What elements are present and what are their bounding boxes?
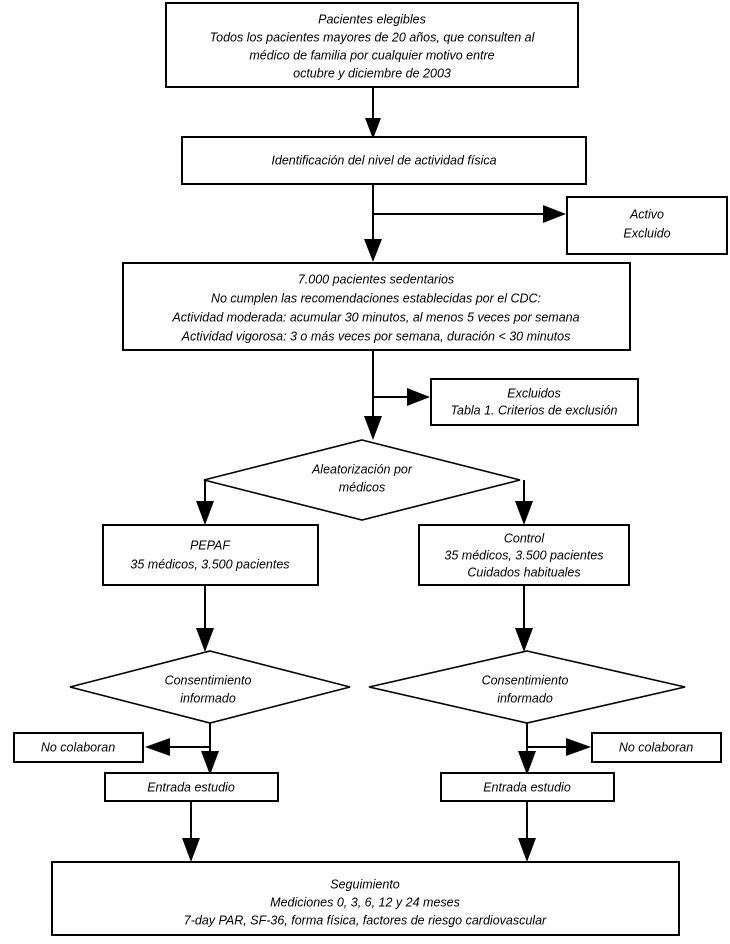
node-control-line-2: Cuidados habituales	[467, 565, 580, 579]
node-entrada-estudio-derecho: Entrada estudio	[440, 772, 615, 802]
node-pacientes-sedentarios: 7.000 pacientes sedentarios No cumplen l…	[122, 262, 631, 351]
node-entry-right-line-0: Entrada estudio	[483, 780, 571, 794]
node-no-collab-right-line-0: No colaboran	[619, 740, 693, 754]
node-identificacion: Identificación del nivel de actividad fí…	[181, 136, 587, 185]
arrowhead-sedentary	[364, 239, 382, 262]
node-consent-left-diamond	[69, 650, 351, 724]
arrowhead-identification	[365, 118, 381, 139]
node-consentimiento-derecho: Consentimiento informado	[368, 650, 686, 724]
arrowhead-excluded-table	[407, 388, 430, 406]
node-excluidos-tabla: Excluidos Tabla 1. Criterios de exclusió…	[430, 378, 639, 426]
arrowhead-active-excluded	[543, 205, 566, 223]
node-consentimiento-izquierdo: Consentimiento informado	[69, 650, 351, 724]
node-eligible-box	[165, 2, 579, 88]
node-sedentary-box	[122, 262, 631, 351]
node-eligible-line-0: Pacientes elegibles	[318, 12, 426, 26]
arrowhead-consent-left	[196, 628, 214, 652]
node-no-colaboran-derecho: No colaboran	[591, 732, 722, 763]
node-pacientes-elegibles: Pacientes elegibles Todos los pacientes …	[165, 2, 579, 88]
node-excluded-table-box	[430, 378, 639, 426]
node-eligible-line-1: Todos los pacientes mayores de 20 años, …	[210, 30, 536, 44]
node-consent-right-line-0: Consentimiento	[482, 673, 569, 687]
node-no-collab-right-box	[591, 732, 722, 763]
arrowhead-followup-right	[518, 838, 536, 862]
node-entry-right-box	[440, 772, 615, 802]
node-aleatorizacion: Aleatorización por médicos	[203, 439, 521, 521]
node-control-box	[418, 524, 630, 586]
arrowhead-followup-left	[182, 838, 200, 862]
node-pepaf: PEPAF 35 médicos, 3.500 pacientes	[102, 524, 319, 586]
node-pepaf-line-0: PEPAF	[190, 538, 231, 552]
node-consent-right-diamond	[368, 650, 686, 724]
node-randomization-line-1: médicos	[339, 480, 386, 494]
node-no-collab-left-line-0: No colaboran	[41, 740, 115, 754]
node-randomization-diamond	[203, 439, 521, 521]
arrowhead-entry-left	[201, 751, 219, 775]
node-pepaf-box	[102, 524, 319, 586]
node-active-excluded-box	[566, 196, 728, 255]
node-excluded-table-line-0: Excluidos	[507, 386, 561, 400]
node-activo-excluido: Activo Excluido	[566, 196, 728, 255]
node-sedentary-line-3: Actividad vigorosa: 3 o más veces por se…	[181, 329, 571, 343]
node-no-colaboran-izquierdo: No colaboran	[13, 732, 144, 763]
node-entry-left-box	[104, 772, 279, 802]
node-active-excluded-line-0: Activo	[629, 207, 664, 221]
node-sedentary-line-1: No cumplen las recomendaciones estableci…	[211, 291, 541, 305]
node-followup-line-2: 7-day PAR, SF-36, forma física, factores…	[184, 913, 547, 927]
node-entry-left-line-0: Entrada estudio	[147, 780, 235, 794]
node-entrada-estudio-izquierdo: Entrada estudio	[104, 772, 279, 802]
node-followup-box	[51, 861, 680, 936]
arrowhead-randomization	[364, 416, 382, 440]
node-randomization-line-0: Aleatorización por	[311, 462, 413, 476]
node-excluded-table-line-1: Tabla 1. Criterios de exclusión	[451, 403, 618, 417]
arrowhead-control	[515, 501, 533, 525]
node-sedentary-line-0: 7.000 pacientes sedentarios	[298, 272, 454, 286]
arrowhead-no-collab-right	[566, 738, 591, 756]
node-control-line-0: Control	[504, 531, 546, 545]
node-consent-right-line-1: informado	[497, 691, 553, 705]
arrowhead-consent-right	[515, 628, 533, 652]
connectors	[145, 87, 591, 862]
node-control: Control 35 médicos, 3.500 pacientes Cuid…	[418, 524, 630, 586]
node-consent-left-line-0: Consentimiento	[165, 673, 252, 687]
node-no-collab-left-box	[13, 732, 144, 763]
node-identification-line-0: Identificación del nivel de actividad fí…	[271, 153, 496, 167]
node-sedentary-line-2: Actividad moderada: acumular 30 minutos,…	[171, 310, 579, 324]
node-consent-left-line-1: informado	[180, 691, 236, 705]
node-identification-box	[181, 136, 587, 185]
node-eligible-line-3: octubre y diciembre de 2003	[293, 66, 451, 80]
node-pepaf-line-1: 35 médicos, 3.500 pacientes	[130, 557, 289, 571]
node-seguimiento: Seguimiento Mediciones 0, 3, 6, 12 y 24 …	[51, 861, 680, 936]
node-followup-line-0: Seguimiento	[330, 877, 400, 891]
arrowhead-pepaf	[196, 501, 214, 525]
arrowhead-entry-right	[518, 751, 536, 775]
node-eligible-line-2: médico de familia por cualquier motivo e…	[249, 48, 494, 62]
node-control-line-1: 35 médicos, 3.500 pacientes	[444, 548, 603, 562]
node-followup-line-1: Mediciones 0, 3, 6, 12 y 24 meses	[270, 895, 460, 909]
arrowhead-no-collab-left	[145, 738, 170, 756]
node-active-excluded-line-1: Excluido	[623, 226, 670, 240]
